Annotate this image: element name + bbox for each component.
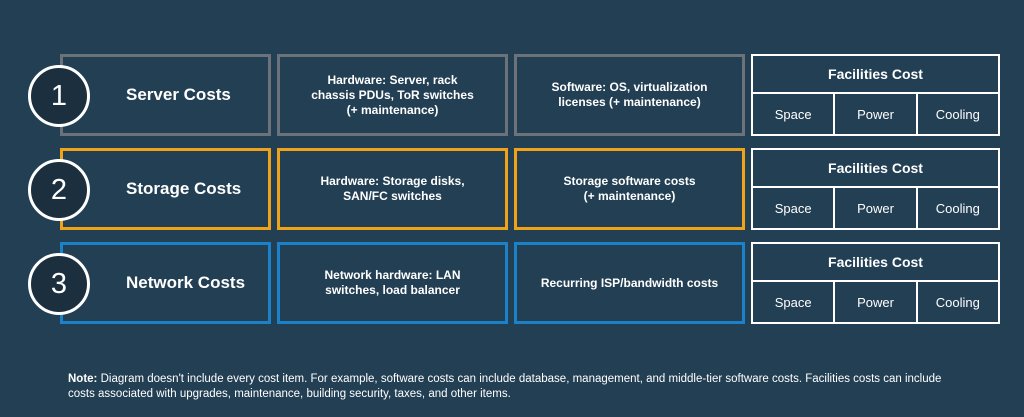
- facilities-power: Power: [833, 188, 915, 228]
- software-costs-box: Recurring ISP/bandwidth costs: [514, 242, 745, 324]
- hardware-description: Network hardware: LAN switches, load bal…: [324, 268, 461, 297]
- software-description: Recurring ISP/bandwidth costs: [540, 275, 719, 290]
- hardware-costs-box: Hardware: Server, rack chassis PDUs, ToR…: [277, 54, 508, 136]
- software-description: Software: OS, virtualization licenses (+…: [551, 80, 708, 109]
- row-title: Server Costs: [126, 85, 231, 104]
- hardware-description: Hardware: Storage disks, SAN/FC switches: [320, 174, 465, 203]
- network-costs-row: 3 Network Costs Network hardware: LAN sw…: [0, 242, 1024, 324]
- hardware-costs-box: Network hardware: LAN switches, load bal…: [277, 242, 508, 324]
- facilities-cost-box: Facilities Cost Space Power Cooling: [751, 54, 1000, 136]
- storage-costs-row: 2 Storage Costs Hardware: Storage disks,…: [0, 148, 1024, 230]
- facilities-cooling: Cooling: [915, 282, 998, 322]
- footnote-text: Diagram doesn't include every cost item.…: [68, 373, 942, 400]
- facilities-space: Space: [774, 200, 812, 216]
- facilities-cooling: Cooling: [915, 188, 998, 228]
- step-number-badge: 2: [28, 159, 90, 221]
- row-title: Storage Costs: [126, 179, 242, 198]
- row-title: Network Costs: [126, 273, 246, 292]
- facilities-space: Space: [774, 294, 812, 310]
- step-number-badge: 1: [28, 65, 90, 127]
- facilities-cost-title: Facilities Cost: [753, 56, 998, 94]
- facilities-cost-box: Facilities Cost Space Power Cooling: [751, 242, 1000, 324]
- step-number-badge: 3: [28, 253, 90, 315]
- software-costs-box: Storage software costs (+ maintenance): [514, 148, 745, 230]
- facilities-cost-title: Facilities Cost: [753, 150, 998, 188]
- facilities-cost-title: Facilities Cost: [753, 244, 998, 282]
- server-costs-row: 1 Server Costs Hardware: Server, rack ch…: [0, 54, 1024, 136]
- footnote: Note: Diagram doesn't include every cost…: [68, 372, 968, 402]
- facilities-power: Power: [833, 94, 915, 134]
- hardware-description: Hardware: Server, rack chassis PDUs, ToR…: [311, 72, 474, 117]
- software-costs-box: Software: OS, virtualization licenses (+…: [514, 54, 745, 136]
- hardware-costs-box: Hardware: Storage disks, SAN/FC switches: [277, 148, 508, 230]
- software-description: Storage software costs (+ maintenance): [563, 174, 696, 203]
- facilities-cooling: Cooling: [915, 94, 998, 134]
- facilities-cost-box: Facilities Cost Space Power Cooling: [751, 148, 1000, 230]
- facilities-power: Power: [833, 282, 915, 322]
- footnote-label: Note:: [68, 373, 98, 385]
- facilities-space: Space: [774, 106, 812, 122]
